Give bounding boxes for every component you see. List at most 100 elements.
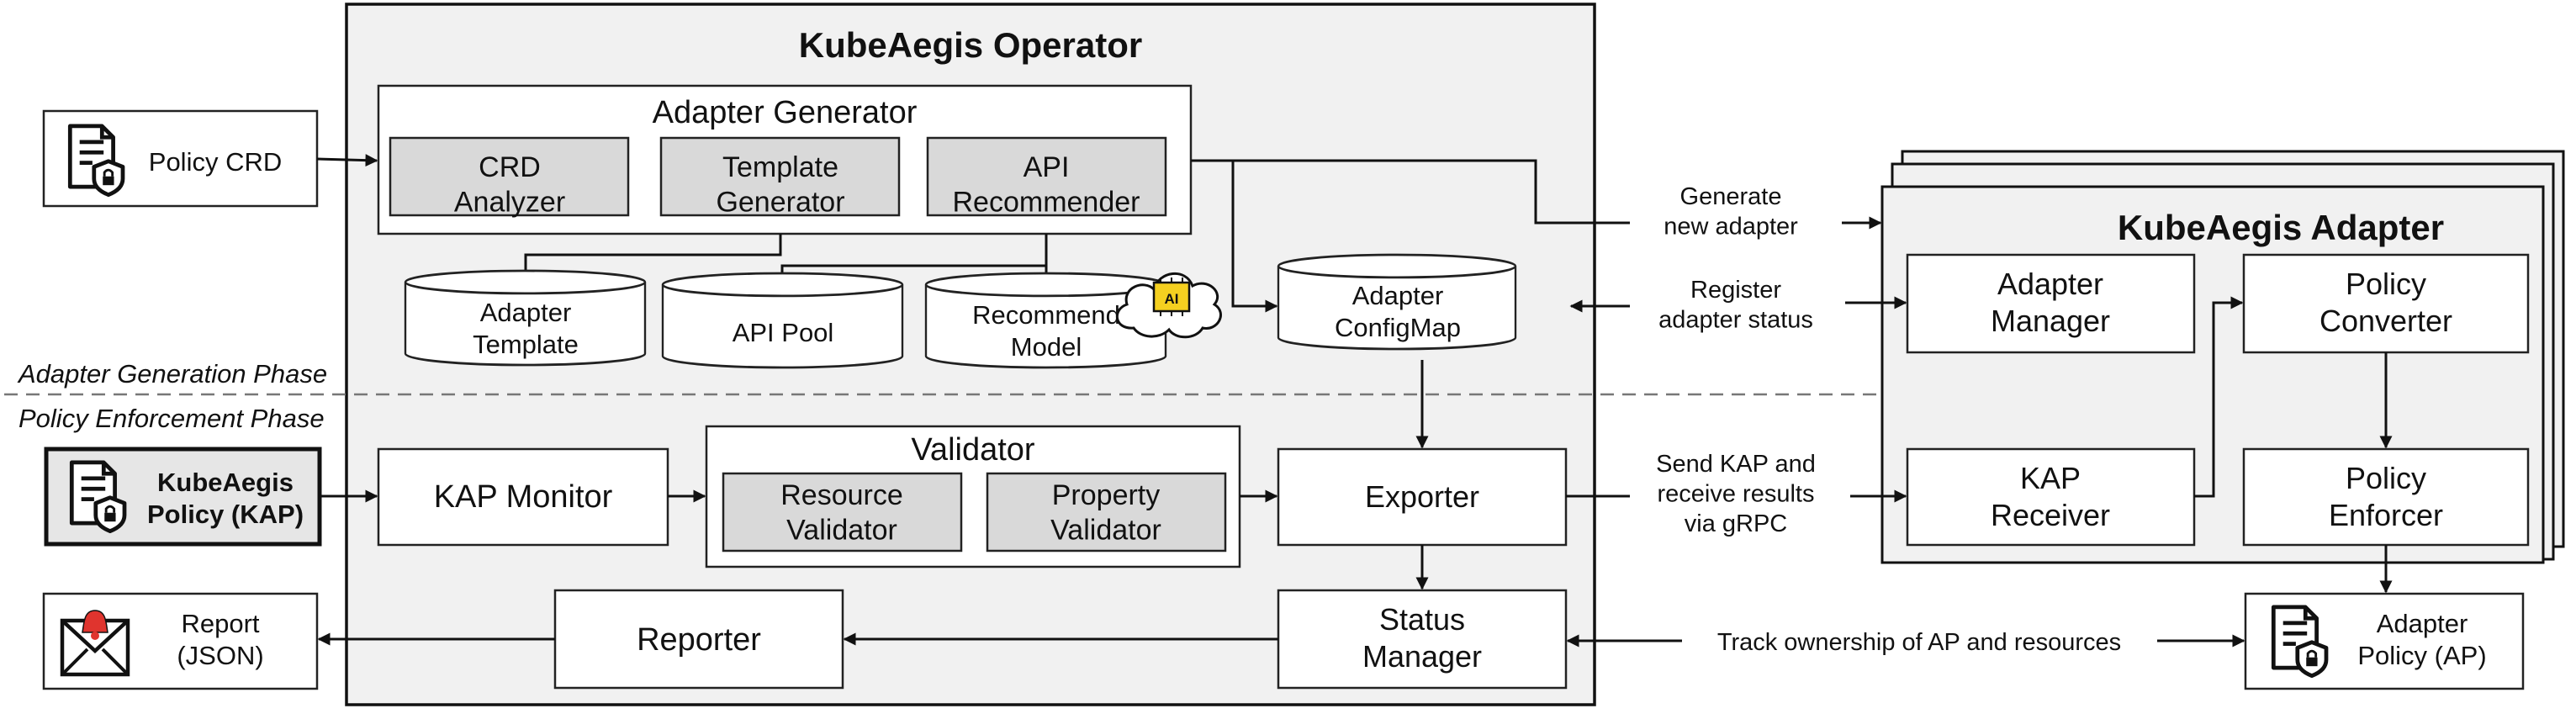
text-line: Recommend xyxy=(972,300,1120,330)
api-recommender-box xyxy=(926,136,1167,217)
text-line: Adapter xyxy=(1352,281,1444,310)
generation-phase-label: Adapter Generation Phase xyxy=(17,359,327,389)
generator-to-configmap-arrow xyxy=(1231,161,1278,313)
status-manager-box xyxy=(1277,589,1568,690)
validator-title: Validator xyxy=(911,432,1035,468)
text-line: Policy xyxy=(2346,461,2426,495)
text-line: Report xyxy=(181,609,259,638)
reporter-label: Reporter xyxy=(637,622,761,658)
recommender-to-pool-line xyxy=(780,234,1048,272)
text-line: new adapter xyxy=(1664,213,1798,240)
text-line: Manager xyxy=(1991,304,2110,338)
policy-crd-to-generator-arrow xyxy=(316,154,378,167)
text-line: Status xyxy=(1379,602,1465,637)
text-line: Validator xyxy=(786,514,897,546)
exporter-label: Exporter xyxy=(1365,479,1479,514)
adapter-policy-document-icon xyxy=(2273,607,2326,676)
api-pool-label: API Pool xyxy=(733,318,834,347)
policy-document-icon xyxy=(70,126,123,195)
text-line: Validator xyxy=(1050,514,1161,546)
ai-badge: AI xyxy=(1165,291,1179,307)
generator-to-template-line xyxy=(524,234,782,272)
kap-monitor-label: KAP Monitor xyxy=(434,479,613,515)
text-line: ConfigMap xyxy=(1335,313,1461,342)
text-line: via gRPC xyxy=(1685,510,1788,537)
text-line: KubeAegis xyxy=(157,468,294,497)
resource-validator-box xyxy=(722,472,963,552)
text-line: Register xyxy=(1690,277,1781,304)
text-line: receive results xyxy=(1658,480,1815,507)
text-line: Adapter xyxy=(1997,267,2103,301)
text-line: Template xyxy=(473,330,579,359)
enforcement-phase-label: Policy Enforcement Phase xyxy=(19,404,325,433)
text-line: Generate xyxy=(1680,183,1782,210)
adapter-generator-title: Adapter Generator xyxy=(653,95,918,130)
text-line: KAP Monitor xyxy=(434,479,613,515)
exporter-box xyxy=(1277,447,1568,547)
text-line: adapter status xyxy=(1658,306,1813,333)
text-line: Adapter xyxy=(480,298,572,327)
text-line: Converter xyxy=(2319,304,2452,338)
track-ownership-label: Track ownership of AP and resources xyxy=(1717,629,2121,656)
text-line: Resource xyxy=(780,479,903,511)
generator-to-generate-line xyxy=(1191,159,1630,225)
text-line: Policy CRD xyxy=(149,147,282,177)
adapter-manager-box xyxy=(1906,253,2196,354)
text-line: CRD xyxy=(479,151,541,183)
reporter-box xyxy=(553,589,844,690)
kap-document-icon xyxy=(71,463,124,531)
text-line: API Pool xyxy=(733,318,834,347)
text-line: Policy (KAP) xyxy=(147,500,304,529)
receiver-to-converter-arrow xyxy=(2194,296,2244,498)
property-validator-box xyxy=(986,472,1227,552)
adapter-title: KubeAegis Adapter xyxy=(2118,208,2444,247)
policy-converter-box xyxy=(2242,253,2530,354)
policy-crd-label: Policy CRD xyxy=(149,147,282,177)
alert-mail-icon xyxy=(60,610,130,677)
generate-adapter-label: Generate new adapter xyxy=(1664,183,1798,240)
policy-enforcer-box xyxy=(2242,447,2530,547)
text-line: (JSON) xyxy=(177,641,263,670)
ai-cloud-icon: AI xyxy=(1115,272,1222,339)
text-line: Send KAP and xyxy=(1656,451,1816,478)
text-line: Reporter xyxy=(637,622,761,658)
text-line: Enforcer xyxy=(2329,498,2443,532)
text-line: Template xyxy=(722,151,838,183)
text-line: Adapter xyxy=(2377,609,2468,638)
text-line: Analyzer xyxy=(454,186,565,218)
text-line: API xyxy=(1024,151,1070,183)
text-line: Recommender xyxy=(953,186,1140,218)
text-line: Generator xyxy=(716,186,844,218)
text-line: Policy (AP) xyxy=(2357,641,2486,670)
text-line: Track ownership of AP and resources xyxy=(1717,629,2121,656)
operator-title: KubeAegis Operator xyxy=(799,25,1142,65)
crd-analyzer-box xyxy=(389,136,630,217)
text-line: Receiver xyxy=(1991,498,2110,532)
text-line: Property xyxy=(1052,479,1161,511)
text-line: Manager xyxy=(1362,639,1482,674)
text-line: KAP xyxy=(2020,461,2081,495)
kap-receiver-box xyxy=(1906,447,2196,547)
report-label: Report (JSON) xyxy=(177,609,263,670)
text-line: Exporter xyxy=(1365,479,1479,514)
kap-monitor-box xyxy=(377,447,669,547)
text-line: Model xyxy=(1011,332,1082,362)
